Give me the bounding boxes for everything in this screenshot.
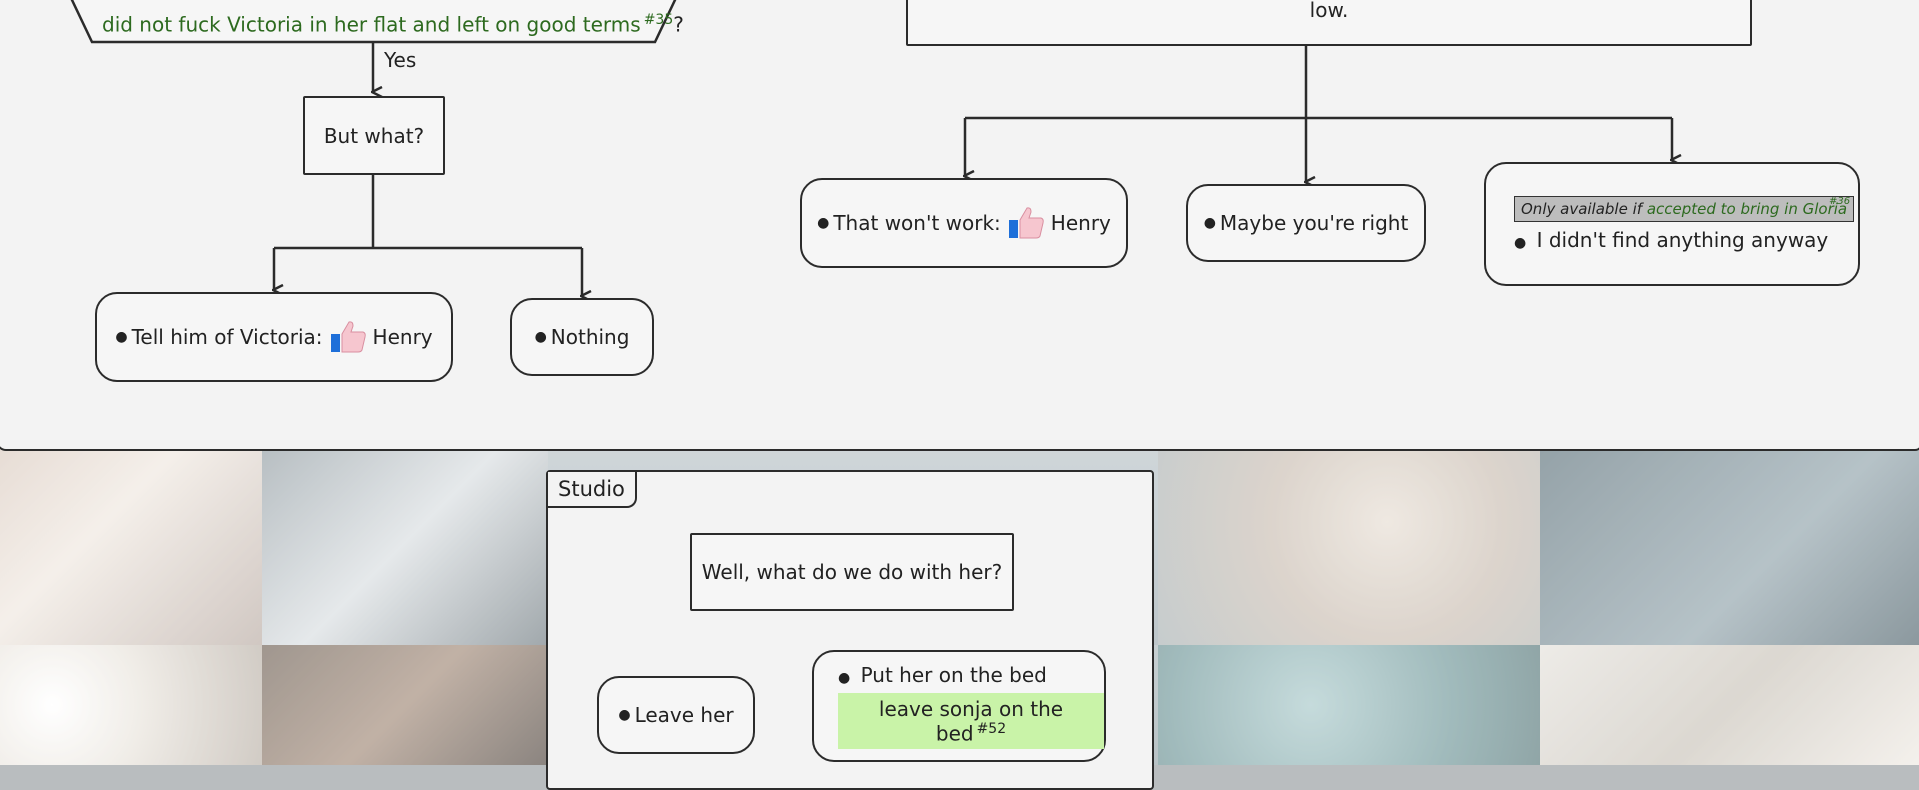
choice-didnt-find-label: I didn't find anything anyway (1536, 228, 1829, 252)
thumbs-up-icon (329, 320, 367, 354)
choice-put-on-bed[interactable]: ● Put her on the bed leave sonja on the … (812, 650, 1106, 762)
bed-note-label: leave sonja on the bed (878, 696, 1064, 746)
choice-put-on-bed-row: ● Put her on the bed (838, 663, 1047, 687)
condition-label: did not fuck Victoria in her flat and le… (102, 12, 641, 37)
condition-text-victoria: did not fuck Victoria in her flat and le… (102, 12, 684, 37)
choice-tell-victoria[interactable]: ● Tell him of Victoria: Henry (95, 292, 453, 382)
condition-suffix: ? (673, 12, 684, 37)
condition-badge-gloria: Only available if accepted to bring in G… (1514, 196, 1855, 222)
choice-wont-work[interactable]: ● That won't work: Henry (800, 178, 1128, 268)
bed-note-ref: #52 (976, 720, 1007, 737)
background-photo-tile (1540, 440, 1919, 645)
background-photo-tile (1158, 440, 1540, 645)
statement-label: Then enlighten me. You vanish last night… (1309, 0, 1349, 22)
bed-note-highlight: leave sonja on the bed#52 (838, 692, 1104, 750)
choice-leave-her[interactable]: ● Leave her (597, 676, 755, 754)
bullet-icon: ● (534, 329, 547, 345)
bullet-icon: ● (618, 707, 631, 723)
background-photo-tile (1540, 645, 1919, 765)
choice-maybe-right[interactable]: ● Maybe you're right (1186, 184, 1426, 262)
flow-connectors (70, 0, 1919, 765)
bullet-icon: ● (1203, 215, 1216, 231)
condition-prefix: Only available if (1521, 200, 1643, 218)
node-question-her[interactable]: Well, what do we do with her? (690, 533, 1014, 611)
node-but-what[interactable]: But what? (303, 96, 445, 175)
node-statement-enlighten[interactable]: Then enlighten me. You vanish last night… (906, 0, 1752, 46)
yes-label: Yes (384, 48, 417, 72)
thumbs-up-icon (1007, 206, 1045, 240)
bullet-icon: ● (1514, 235, 1527, 251)
choice-leave-label: Leave her (634, 703, 734, 727)
choice-didnt-find-row: ● I didn't find anything anyway (1514, 228, 1828, 252)
choice-tell-victoria-label: Tell him of Victoria: (131, 325, 323, 349)
question-label: Well, what do we do with her? (701, 560, 1003, 584)
studio-tab: Studio (548, 472, 637, 508)
choice-nothing[interactable]: ● Nothing (510, 298, 654, 376)
condition-ref: #36 (1829, 196, 1851, 207)
bullet-icon: ● (817, 215, 830, 231)
choice-bed-label: Put her on the bed (860, 662, 1047, 687)
choice-wont-work-label: That won't work: (833, 211, 1001, 235)
choice-didnt-find[interactable]: Only available if accepted to bring in G… (1484, 162, 1860, 286)
background-photo-tile (0, 440, 262, 645)
background-photo-tile (262, 440, 548, 645)
bullet-icon: ● (838, 669, 851, 686)
choice-nothing-label: Nothing (550, 325, 630, 349)
condition-ref: #35 (643, 12, 674, 28)
background-photo-tile (1158, 645, 1540, 765)
choice-maybe-right-label: Maybe you're right (1219, 211, 1409, 235)
background-photo-tile (0, 645, 262, 765)
condition-gloria-label: accepted to bring in Gloria (1646, 200, 1848, 218)
character-name: Henry (372, 325, 433, 349)
bullet-icon: ● (115, 329, 128, 345)
background-photo-tile (262, 645, 548, 765)
character-name: Henry (1050, 211, 1111, 235)
node-but-what-label: But what? (323, 123, 425, 148)
